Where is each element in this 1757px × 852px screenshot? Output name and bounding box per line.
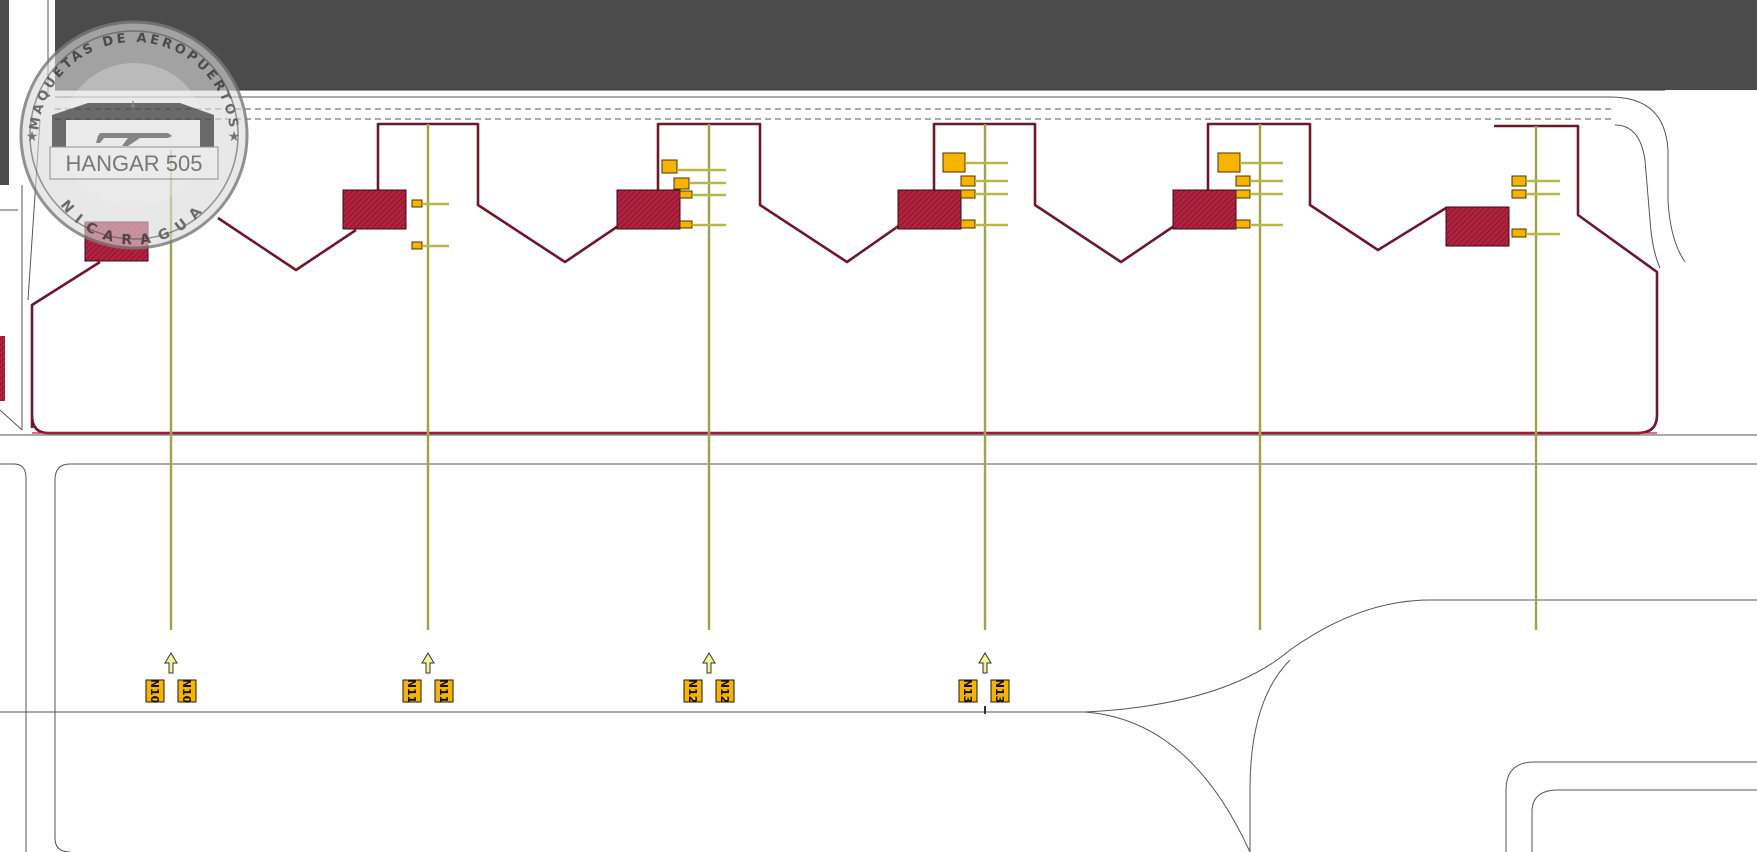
left-road-edge (0, 185, 23, 431)
gse-box (411, 241, 423, 250)
taxiway-fillet (1084, 659, 1291, 852)
left-building-stub (0, 336, 5, 401)
entry-arrows (164, 652, 992, 674)
gse-box (661, 159, 678, 174)
gate-building-13 (897, 189, 962, 230)
gse-box (1511, 189, 1527, 199)
sign-label: N12 (686, 679, 699, 704)
stand-sign-13: N13 N13 (958, 679, 1010, 704)
gse-box (1235, 219, 1251, 229)
gse-box (679, 220, 693, 229)
terminal-wing (0, 0, 9, 185)
gse-box (960, 189, 976, 199)
gse-box (673, 177, 690, 190)
gse-box (1235, 189, 1251, 199)
airplane-icon (96, 100, 172, 146)
logo-center-text: HANGAR 505 (66, 151, 203, 176)
service-road-edge (55, 96, 1686, 263)
arrow-up-icon (702, 652, 716, 674)
gse-equipment (411, 152, 1560, 250)
stand-sign-12: N12 N12 (683, 679, 735, 704)
arrow-up-icon (978, 652, 992, 674)
sign-label: N10 (148, 679, 161, 704)
hangar-icon (52, 103, 214, 147)
arrow-up-icon (421, 652, 435, 674)
terminal-building (55, 0, 1757, 90)
stand-sign-10: N10 N10 (145, 679, 197, 704)
hangar505-logo: MAQUETAS DE AEROPUERTOS NICARAGUA ★ ★ HA… (19, 20, 249, 250)
gse-box (942, 152, 966, 173)
star-icon: ★ (26, 128, 39, 144)
gse-box (411, 199, 423, 208)
gate-buildings (84, 189, 1510, 262)
gate-building-12 (616, 189, 681, 230)
sign-label: N12 (718, 679, 731, 704)
gse-box (1511, 175, 1527, 187)
gse-box (960, 219, 976, 229)
right-block-edge (1505, 761, 1757, 852)
apron-boundary (30, 122, 1659, 435)
taxiway-centerline (0, 599, 1757, 713)
stand-sign-11: N11 N11 (402, 679, 454, 704)
star-icon: ★ (228, 128, 241, 144)
taxiway-block-edge (54, 463, 1757, 852)
sign-label: N11 (405, 679, 418, 704)
sign-label: N13 (961, 679, 974, 704)
gate-building-14 (1172, 189, 1237, 230)
sign-label: N13 (993, 679, 1006, 704)
arrow-up-icon (164, 652, 178, 674)
gate-building-15 (1445, 206, 1510, 247)
gse-box (1235, 175, 1251, 187)
stand-signs: N10 N10 N11 N11 N12 N12 N13 N13 (145, 679, 1010, 704)
sign-label: N11 (437, 679, 450, 704)
taxiway-edge-left (0, 463, 27, 852)
gate-building-11 (342, 189, 407, 230)
service-road-edge-inner (1614, 124, 1661, 269)
gse-box (1217, 152, 1241, 173)
gse-box (1511, 228, 1527, 238)
gse-box (960, 175, 976, 187)
right-block-edge-2 (1531, 789, 1757, 852)
sign-label: N10 (180, 679, 193, 704)
gse-box (679, 190, 693, 199)
